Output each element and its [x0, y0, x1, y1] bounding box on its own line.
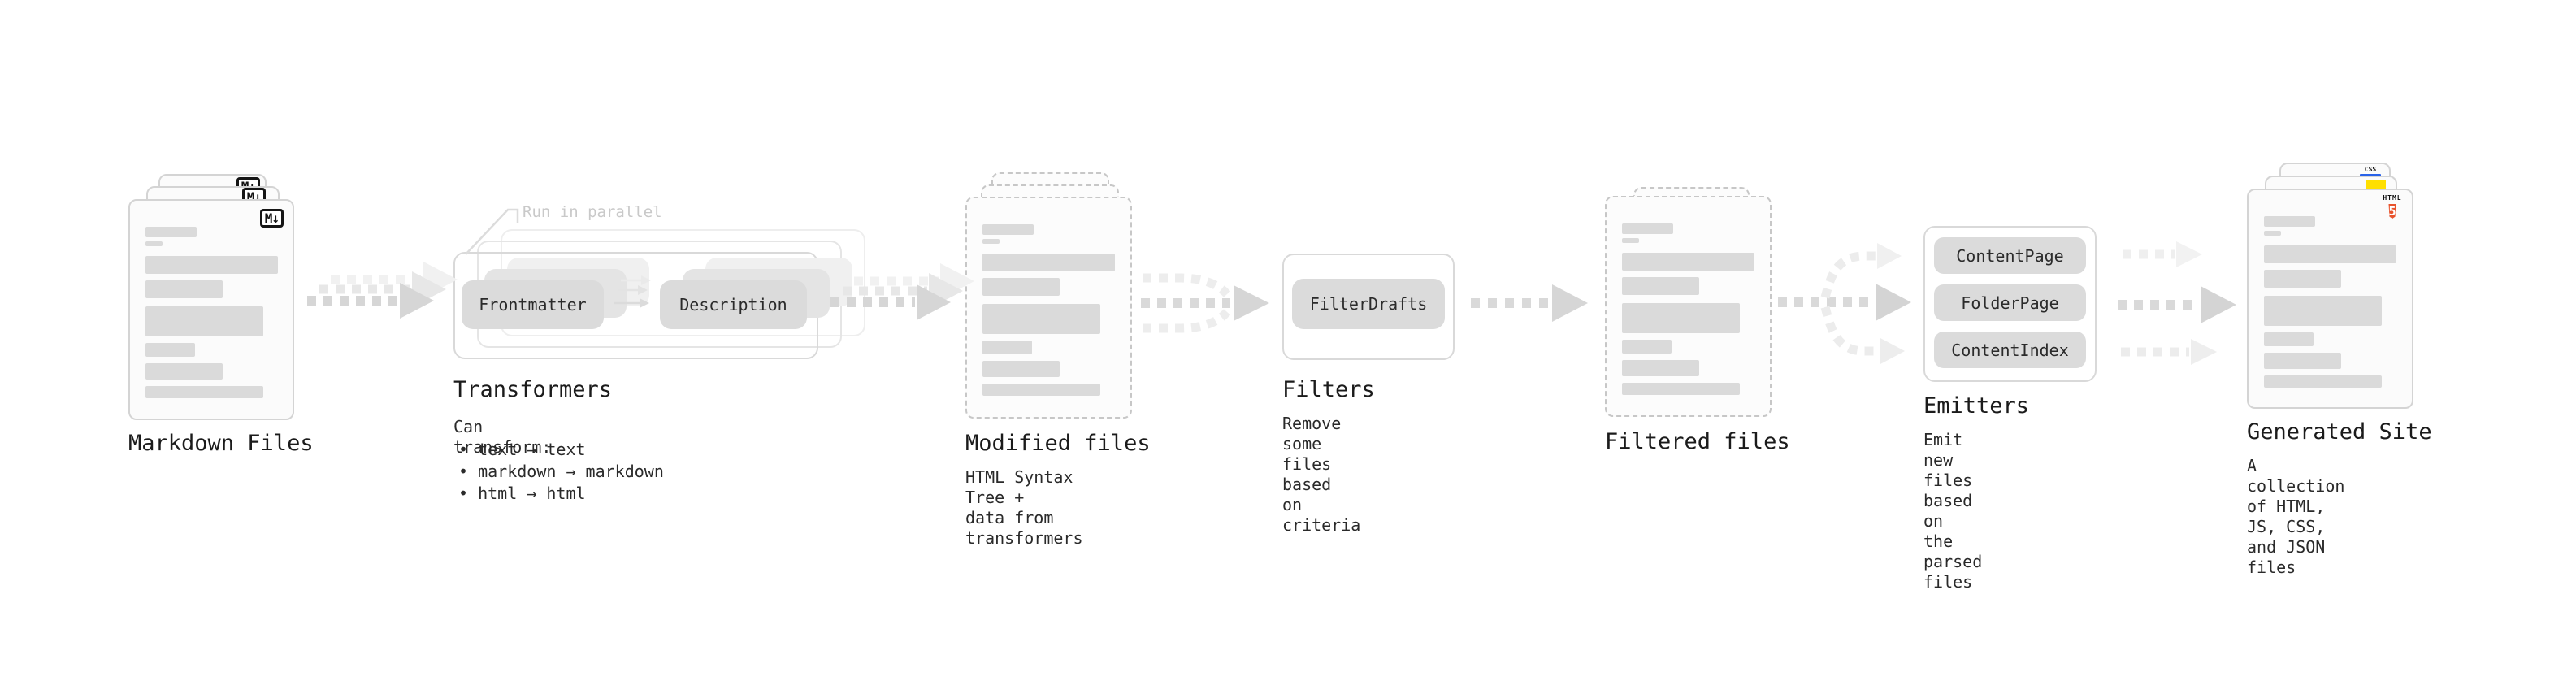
- html5-icon: HTML 5: [2382, 194, 2403, 221]
- text-placeholder-bar: [145, 256, 278, 274]
- emitter-pill-contentindex: ContentIndex: [1934, 332, 2086, 368]
- text-placeholder-bar: [145, 227, 197, 237]
- text-placeholder-bar: [145, 386, 263, 398]
- text-placeholder-bar: [982, 384, 1100, 396]
- text-placeholder-bar: [2264, 216, 2315, 227]
- modified-file-card-front: [965, 197, 1132, 419]
- transformer-pill-frontmatter: Frontmatter: [462, 280, 604, 329]
- text-placeholder-bar: [1622, 303, 1740, 333]
- text-placeholder-bar: [982, 224, 1034, 235]
- text-placeholder-bar: [2264, 353, 2341, 369]
- text-placeholder-bar: [145, 343, 195, 357]
- text-placeholder-bar: [145, 306, 263, 336]
- dashed-arrow-modified-to-filters: [1141, 273, 1269, 333]
- dashed-arrow-filtered-to-emitters: [1778, 243, 1911, 364]
- text-placeholder-bar: [2264, 245, 2396, 263]
- run-in-parallel-note: Run in parallel: [523, 203, 662, 221]
- markdown-icon: M↓: [259, 209, 284, 228]
- bullet-item: • html → html: [458, 484, 586, 503]
- generated-file-card-front: HTML 5: [2247, 189, 2413, 409]
- filtered-file-card-front: [1605, 196, 1772, 417]
- node-label-generated-site: Generated Site: [2247, 419, 2432, 445]
- js-file-icon: [2366, 180, 2386, 191]
- node-label-transformers: Transformers: [453, 377, 613, 402]
- html5-shield: 5: [2388, 204, 2396, 219]
- transformers-desc-title: Can transform:: [453, 417, 552, 457]
- bullet-item: • markdown → markdown: [458, 462, 664, 481]
- text-placeholder-bar: [2264, 332, 2314, 346]
- text-placeholder-bar: [145, 241, 163, 246]
- emitter-pill-folderpage: FolderPage: [1934, 284, 2086, 321]
- text-placeholder-bar: [1622, 340, 1672, 354]
- dashed-arrow-markdown-to-transformers: [307, 262, 458, 319]
- text-placeholder-bar: [1622, 238, 1639, 243]
- text-placeholder-bar: [2264, 231, 2281, 236]
- node-label-modified-files: Modified files: [965, 431, 1151, 456]
- emitters-box: [1923, 226, 2097, 382]
- text-placeholder-bar: [982, 278, 1060, 296]
- transformers-bullet-list: • text → text • markdown → markdown • ht…: [458, 439, 664, 505]
- node-label-filtered-files: Filtered files: [1605, 429, 1790, 454]
- css-badge-label: CSS: [2364, 166, 2377, 173]
- emitter-pill-contentpage: ContentPage: [1934, 237, 2086, 274]
- text-placeholder-bar: [2264, 375, 2382, 388]
- text-placeholder-bar: [2264, 270, 2341, 288]
- text-placeholder-bar: [145, 363, 223, 380]
- dashed-arrow-filters-to-filtered: [1471, 284, 1588, 322]
- bullet-item: • text → text: [458, 440, 586, 459]
- text-placeholder-bar: [982, 361, 1060, 377]
- text-placeholder-bar: [1622, 223, 1673, 234]
- text-placeholder-bar: [1622, 383, 1740, 395]
- text-placeholder-bar: [982, 340, 1032, 354]
- filters-box: [1282, 254, 1455, 360]
- text-placeholder-bar: [1622, 253, 1754, 271]
- text-placeholder-bar: [1622, 277, 1699, 295]
- modified-files-desc: HTML Syntax Tree + data from transformer…: [965, 467, 1083, 548]
- filters-desc: Remove some files based on criteria: [1282, 414, 1361, 535]
- emitters-desc: Emit new files based on the parsed files: [1923, 430, 1983, 592]
- text-placeholder-bar: [982, 254, 1115, 271]
- text-placeholder-bar: [982, 239, 1000, 244]
- text-placeholder-bar: [982, 304, 1100, 334]
- filter-pill-filterdrafts: FilterDrafts: [1292, 279, 1445, 329]
- text-placeholder-bar: [1622, 360, 1699, 376]
- node-label-markdown-files: Markdown Files: [128, 431, 314, 456]
- html5-badge-label: HTML: [2383, 194, 2402, 202]
- node-label-filters: Filters: [1282, 377, 1375, 402]
- node-label-emitters: Emitters: [1923, 393, 2030, 419]
- dashed-arrow-emitters-to-generated: [2118, 241, 2236, 365]
- text-placeholder-bar: [2264, 296, 2382, 326]
- transformer-pill-description: Description: [660, 280, 807, 329]
- markdown-file-card-front: M↓: [128, 199, 294, 420]
- text-placeholder-bar: [145, 280, 223, 298]
- generated-site-desc: A collection of HTML, JS, CSS, and JSON …: [2247, 456, 2345, 577]
